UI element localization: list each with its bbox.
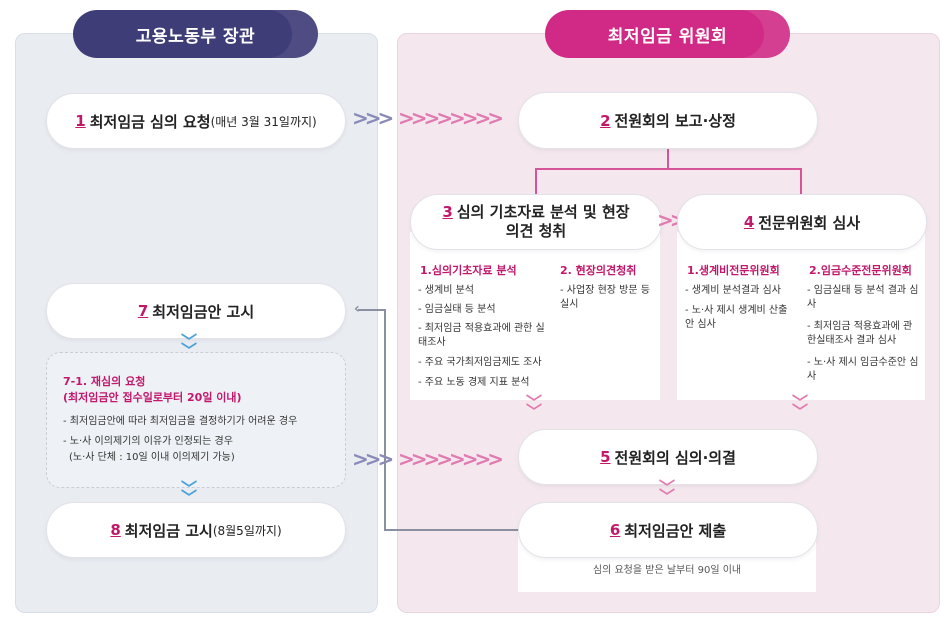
step-6-note: 심의 요청을 받은 날부터 90일 이내	[592, 565, 742, 576]
step-4-col1-title: 1.생계비전문위원회	[687, 264, 780, 277]
ministry-header: 고용노동부 장관	[73, 10, 318, 58]
commission-header: 최저임금 위원회	[545, 10, 790, 58]
step-3-col2-title: 2. 현장의견청취	[560, 264, 637, 277]
list-item: 최저임금 적용효과에 관한실태조사 결과 심사	[807, 321, 913, 346]
step-5-number: 5	[600, 448, 611, 466]
step-3-label: 심의 기초자료 분석 및 현장	[456, 203, 630, 221]
connector-line	[667, 147, 669, 169]
list-item: 최저임금 적용효과에 관한 실태조사	[418, 323, 545, 348]
chevron-down-icon: ﹀﹀	[526, 393, 543, 421]
chevron-right-icon: >>>	[352, 447, 394, 471]
list-item: 임금실태 등 분석	[424, 304, 496, 315]
list-item: 생계비 분석	[424, 285, 474, 296]
step-6-label: 최저임금안 제출	[624, 521, 727, 540]
step-4-number: 4	[743, 213, 755, 231]
step-5-label: 전원회의 심의·의결	[614, 448, 736, 467]
step-1-number: 1	[75, 112, 86, 130]
step-7-1-note: (노·사 단체 : 10일 이내 이의제기 가능)	[69, 452, 235, 463]
step-3-detail: 1.심의기초자료 분석 - 생계비 분석 - 임금실태 등 분석 - 최저임금 …	[410, 232, 660, 400]
step-3-number: 3	[442, 203, 453, 221]
chevron-down-icon: ﹀﹀	[659, 478, 676, 506]
step-4-detail: 1.생계비전문위원회 - 생계비 분석결과 심사 - 노·사 제시 생계비 산출…	[677, 232, 925, 400]
step-6-number: 6	[609, 521, 621, 539]
connector-line	[535, 168, 537, 196]
chevron-right-icon: >>>>>>>>	[398, 447, 504, 471]
connector-line	[535, 168, 802, 170]
ministry-header-label: 고용노동부 장관	[135, 26, 256, 47]
list-item: 사업장 현장 방문 등 실시	[560, 285, 650, 310]
step-7-1-box: 7-1. 재심의 요청 (최저임금안 접수일로부터 20일 이내) - 최저임금…	[46, 352, 346, 488]
commission-header-label: 최저임금 위원회	[607, 26, 728, 47]
return-line	[384, 529, 518, 531]
step-4-label: 전문위원회 심사	[758, 213, 861, 232]
chevron-down-icon: ﹀﹀	[792, 393, 809, 421]
step-8-note: (8월5일까지)	[212, 523, 282, 538]
list-item: 노·사 제시 생계비 산출안 심사	[685, 305, 788, 330]
step-7-1-title: 7-1. 재심의 요청	[63, 375, 146, 388]
list-item: 노·사 이의제기의 이유가 인정되는 경우	[69, 436, 233, 447]
chevron-down-icon: ﹀﹀	[181, 479, 198, 507]
step-8-label: 최저임금 고시	[124, 521, 213, 540]
list-item: 생계비 분석결과 심사	[691, 285, 781, 296]
step-3-col1-title: 1.심의기초자료 분석	[420, 264, 517, 277]
step-1-note: (매년 3월 31일까지)	[210, 114, 317, 129]
step-7-label: 최저임금안 고시	[152, 302, 255, 321]
list-item: 최저임금안에 따라 최저임금을 결정하기가 어려운 경우	[69, 416, 298, 427]
chevron-right-icon: >>>	[352, 106, 394, 130]
step-2-label: 전원회의 보고·상정	[614, 112, 736, 130]
step-7-number: 7	[137, 302, 149, 320]
step-2-number: 2	[600, 111, 611, 130]
arrow-left-icon: ‹	[354, 301, 360, 317]
return-line	[358, 309, 386, 311]
list-item: 노·사 제시 임금수준안 심사	[807, 357, 919, 382]
step-3-label-line2: 의견 청취	[505, 222, 567, 240]
connector-line	[800, 168, 802, 196]
step-4-col2-title: 2.임금수준전문위원회	[809, 264, 912, 277]
return-line	[384, 309, 386, 530]
step-8-number: 8	[110, 521, 121, 539]
chevron-right-icon: >>>>>>>>	[398, 106, 504, 130]
list-item: 임금실태 등 분석 결과 심사	[807, 285, 919, 310]
list-item: 주요 국가최저임금제도 조사	[424, 357, 542, 368]
step-7-1-subtitle: (최저임금안 접수일로부터 20일 이내)	[63, 391, 242, 404]
list-item: 주요 노동 경제 지표 분석	[424, 377, 530, 388]
step-1-label: 최저임금 심의 요청	[89, 112, 211, 131]
